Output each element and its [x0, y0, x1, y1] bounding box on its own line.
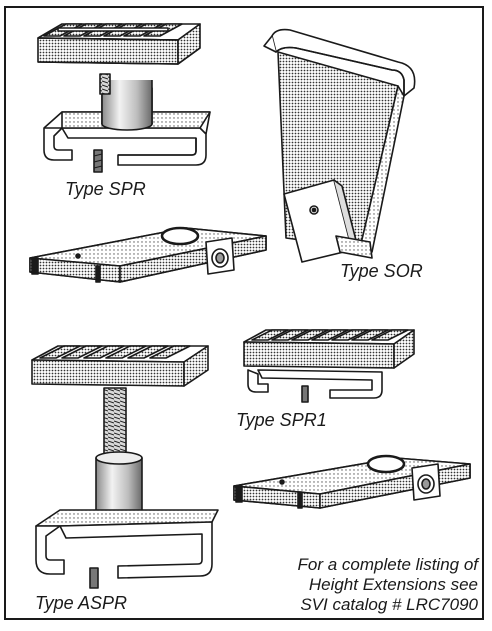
spr-illustration: [37, 23, 211, 173]
catalog-note: For a complete listing of Height Extensi…: [298, 555, 478, 615]
flat-adapter-1-illustration: [29, 226, 267, 283]
aspr-illustration: [31, 345, 219, 589]
caption-type-spr1: Type SPR1: [236, 410, 327, 430]
spr1-illustration: [243, 329, 415, 403]
note-line-3: SVI catalog # LRC7090: [300, 595, 478, 614]
caption-type-aspr: Type ASPR: [35, 593, 128, 613]
caption-type-sor: Type SOR: [340, 261, 423, 281]
note-line-1: For a complete listing of: [297, 555, 478, 574]
sor-illustration: [263, 28, 416, 263]
caption-type-spr: Type SPR: [65, 179, 146, 199]
note-line-2: Height Extensions see: [308, 575, 478, 594]
flat-adapter-2-illustration: [233, 454, 471, 509]
